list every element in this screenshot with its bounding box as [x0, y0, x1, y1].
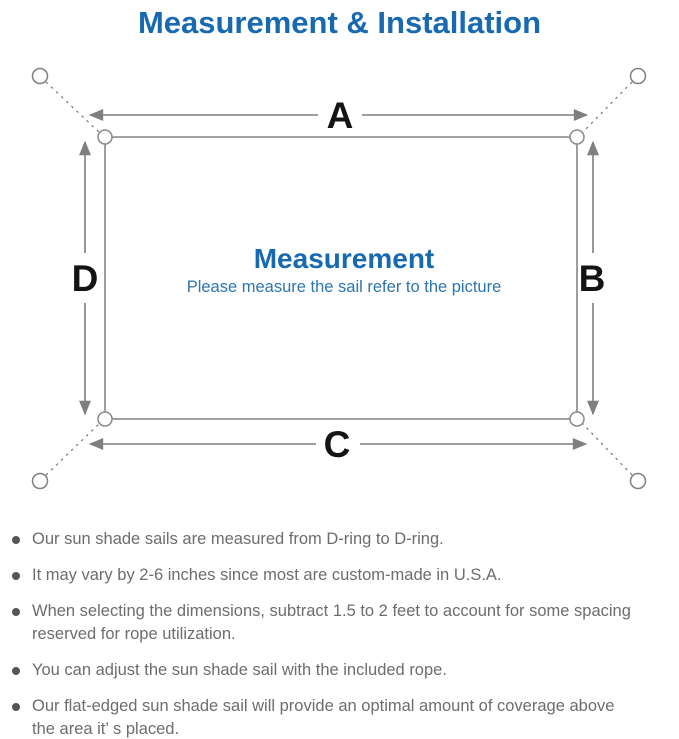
d-ring-icon-bottom-left [97, 411, 113, 427]
bullet-icon [12, 572, 20, 580]
dimension-label-d: D [72, 258, 99, 299]
bullet-icon [12, 667, 20, 675]
bullet-icon [12, 536, 20, 544]
anchor-point-icon-bottom-left [31, 472, 49, 490]
dimension-label-a: A [327, 95, 354, 136]
diagram-center-subtitle: Please measure the sail refer to the pic… [187, 278, 502, 296]
note-text: When selecting the dimensions, subtract … [32, 602, 631, 643]
list-item: When selecting the dimensions, subtract … [12, 600, 679, 646]
list-item: Our sun shade sails are measured from D-… [12, 528, 679, 551]
d-ring-icon-top-right [569, 129, 585, 145]
d-ring-icon-bottom-right [569, 411, 585, 427]
measurement-diagram: A C D B Measurement Please measure the s… [31, 67, 647, 490]
note-text: It may vary by 2-6 inches since most are… [32, 566, 502, 584]
diagram-center-title: Measurement [254, 243, 435, 274]
page-title: Measurement & Installation [137, 5, 542, 40]
anchor-point-icon-top-left [31, 67, 49, 85]
dimension-label-c: C [324, 424, 351, 465]
list-item: It may vary by 2-6 inches since most are… [12, 564, 679, 587]
rope-dashed-line-bottom-left [45, 421, 102, 476]
rope-dashed-line-top-right [580, 81, 633, 135]
dimension-label-b: B [579, 258, 606, 299]
sail-outline [104, 136, 578, 420]
bullet-icon [12, 703, 20, 711]
rope-dashed-line-top-left [45, 81, 102, 135]
d-ring-icon-top-left [97, 129, 113, 145]
anchor-point-icon-bottom-right [629, 472, 647, 490]
note-text: Our flat-edged sun shade sail will provi… [32, 697, 615, 738]
bullet-icon [12, 608, 20, 616]
note-text: Our sun shade sails are measured from D-… [32, 530, 444, 548]
notes-list: Our sun shade sails are measured from D-… [0, 518, 679, 739]
anchor-point-icon-top-right [629, 67, 647, 85]
note-text: You can adjust the sun shade sail with t… [32, 661, 447, 679]
rope-dashed-line-bottom-right [580, 421, 633, 476]
list-item: Our flat-edged sun shade sail will provi… [12, 695, 679, 739]
list-item: You can adjust the sun shade sail with t… [12, 659, 679, 682]
